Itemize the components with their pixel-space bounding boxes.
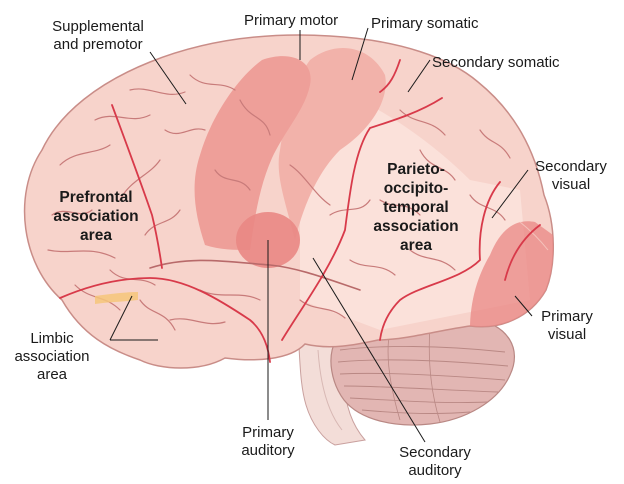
label-line: association (38, 207, 154, 226)
label-line: Limbic (4, 330, 100, 348)
label-primary-auditory: Primary auditory (228, 424, 308, 460)
label-parieto-occipito-temporal: Parieto- occipito- temporal association … (364, 160, 468, 255)
label-line: visual (530, 176, 612, 194)
label-line: Primary (228, 424, 308, 442)
label-line: area (364, 236, 468, 255)
label-line: auditory (390, 462, 480, 480)
label-secondary-somatic: Secondary somatic (432, 54, 560, 72)
label-line: Secondary (390, 444, 480, 462)
label-primary-visual: Primary visual (530, 308, 604, 344)
label-line: Supplemental (34, 18, 162, 36)
label-prefrontal-association: Prefrontal association area (38, 188, 154, 245)
label-primary-motor: Primary motor (244, 12, 338, 30)
label-supplemental-premotor: Supplemental and premotor (34, 18, 162, 54)
label-primary-somatic: Primary somatic (371, 15, 479, 33)
label-line: area (4, 366, 100, 384)
label-line: area (38, 226, 154, 245)
label-secondary-visual: Secondary visual (530, 158, 612, 194)
label-line: auditory (228, 442, 308, 460)
label-line: visual (530, 326, 604, 344)
label-line: occipito- (364, 179, 468, 198)
label-line: Primary (530, 308, 604, 326)
label-secondary-auditory: Secondary auditory (390, 444, 480, 480)
label-line: association (4, 348, 100, 366)
label-line: Parieto- (364, 160, 468, 179)
label-line: temporal (364, 198, 468, 217)
label-line: and premotor (34, 36, 162, 54)
label-line: Prefrontal (38, 188, 154, 207)
label-line: association (364, 217, 468, 236)
label-line: Secondary (530, 158, 612, 176)
label-limbic-association: Limbic association area (4, 330, 100, 384)
